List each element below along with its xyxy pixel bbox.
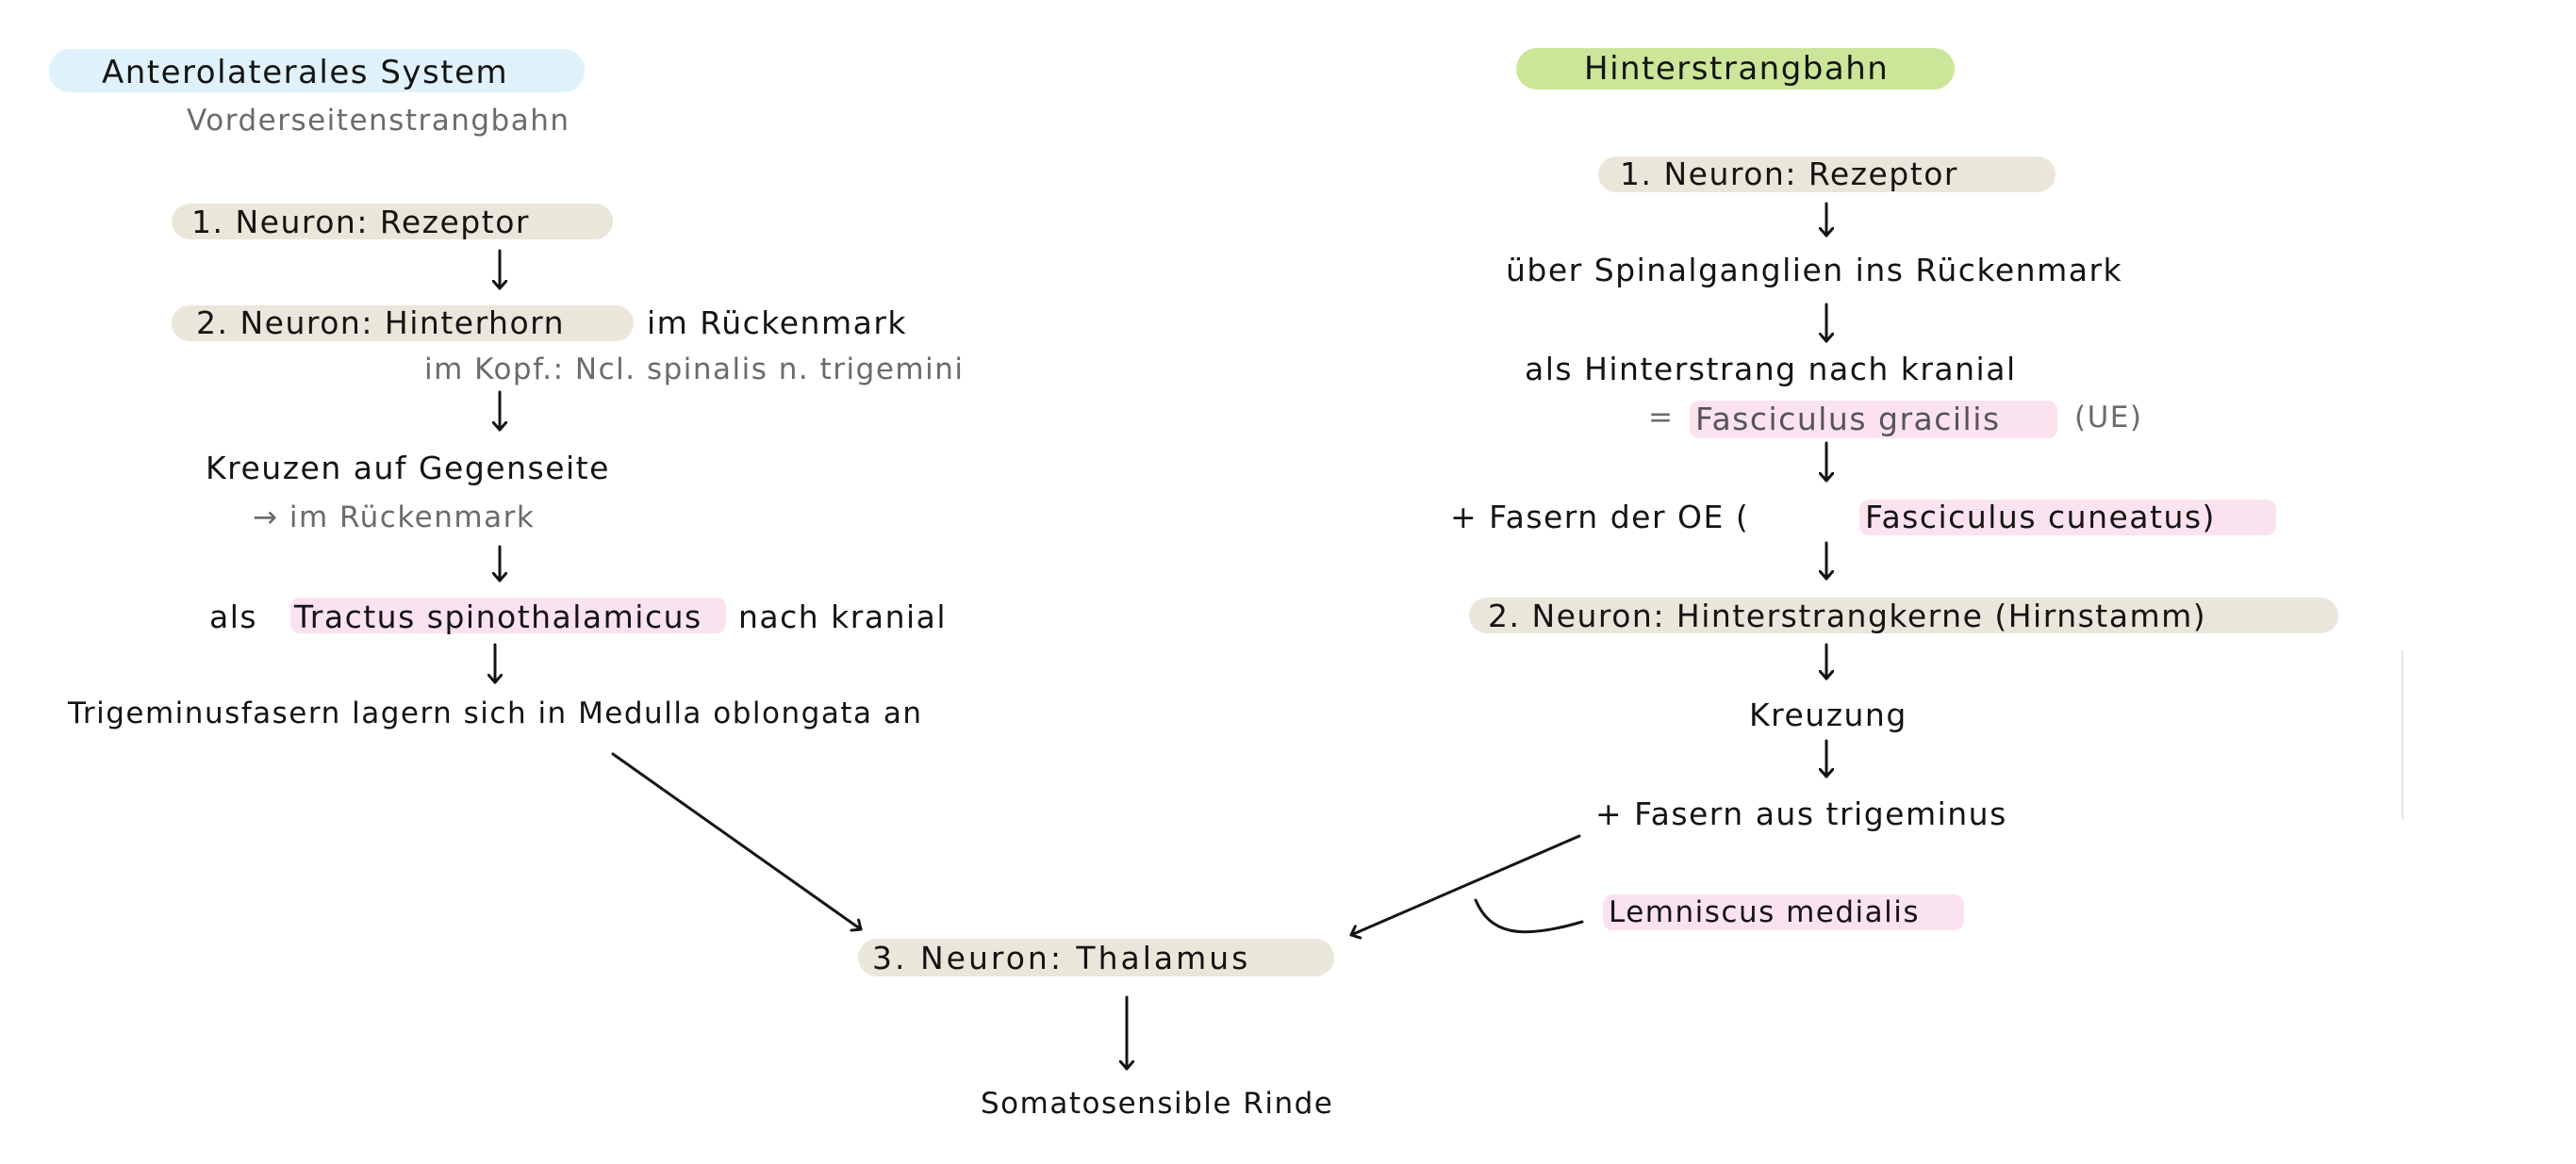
cuneatus-highlight [1859,500,2276,535]
tractus-label: Tractus spinothalamicus [294,598,702,635]
ue-label: (UE) [2074,401,2143,434]
left-subtitle: Vorderseitenstrangbahn [187,104,570,138]
kreuzen-label: Kreuzen auf Gegenseite [206,450,610,486]
kopf-note: im Kopf.: Ncl. spinalis n. trigemini [424,352,965,386]
right-neuron1: 1. Neuron: Rezeptor [1620,156,1958,192]
hinterstrang-label: als Hinterstrang nach kranial [1525,351,2017,387]
left-neuron1-highlight [172,204,613,239]
fasern-oe-label: + Fasern der OE ( [1450,499,1750,535]
nach-kranial-label: nach kranial [738,598,948,635]
right-title-highlight [1516,48,1955,90]
left-neuron2-label: 2. Neuron: Hinterhorn [196,304,566,341]
gracilis-highlight [1690,401,2057,438]
cuneatus-label: Fasciculus cuneatus) [1865,499,2216,535]
left-title: Anterolaterales System [102,54,509,91]
gracilis-label: Fasciculus gracilis [1695,401,2001,437]
lemniscus-label: Lemniscus medialis [1609,895,1921,929]
right-neuron1-highlight [1598,156,2056,192]
left-title-highlight [49,49,585,92]
equals-sign: = [1648,401,1675,434]
lemniscus-curve [1474,898,1584,934]
kreuzung-label: Kreuzung [1749,697,1907,733]
lemniscus-highlight [1603,894,1964,930]
thalamus-highlight [858,939,1334,976]
right-neuron2: 2. Neuron: Hinterstrangkerne (Hirnstamm) [1488,598,2207,634]
fasern-trigeminus-label: + Fasern aus trigeminus [1595,795,2007,832]
rinde-label: Somatosensible Rinde [981,1087,1334,1121]
thalamus-label: 3. Neuron: Thalamus [872,940,1251,976]
left-neuron1: 1. Neuron: Rezeptor [191,204,530,240]
arrow-left-diagonal [611,752,863,929]
right-title: Hinterstrangbahn [1584,50,1890,88]
right-neuron2-highlight [1469,598,2338,633]
arrow-right-diagonal [1349,834,1581,935]
left-neuron2-highlight [172,305,634,341]
tractus-highlight [290,598,726,633]
left-neuron2-rest: im Rückenmark [647,304,908,341]
spinal-label: über Spinalganglien ins Rückenmark [1506,252,2123,288]
trigeminus-label: Trigeminusfasern lagern sich in Medulla … [68,697,923,730]
kreuzen-note: → im Rückenmark [253,500,536,534]
als-label: als [209,598,258,635]
